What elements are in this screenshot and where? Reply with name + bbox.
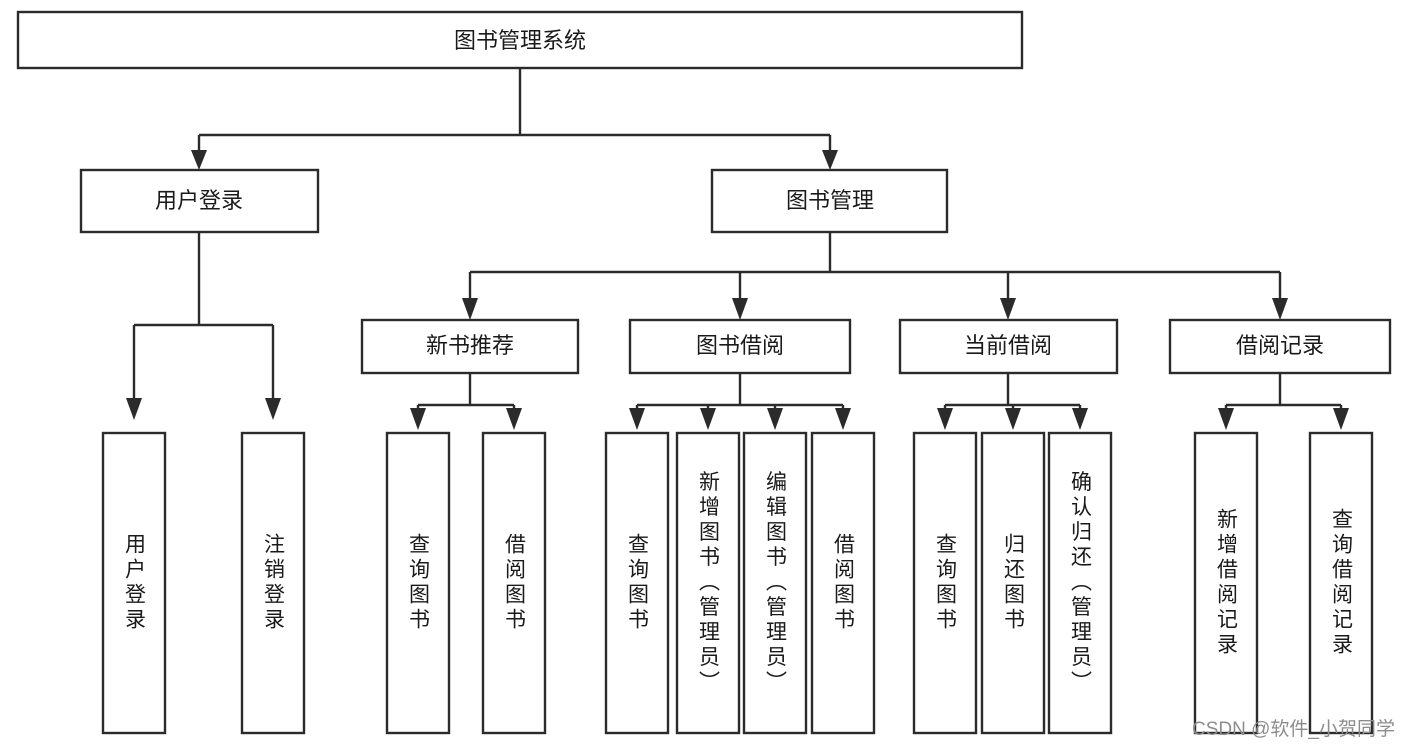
- node-book-borrow[interactable]: 图书借阅: [628, 318, 852, 375]
- arrow-head-to-book-borrow: [732, 298, 748, 320]
- node-user-login-label: 用户登录: [155, 188, 243, 213]
- leaf-query-book-2-box: [604, 431, 670, 735]
- arrow-head-leaf-add-book: [700, 408, 716, 430]
- leaf-query-book-1-box: [385, 431, 451, 735]
- leaf-borrow-book-1-box: [481, 431, 547, 735]
- connector-layer: [126, 68, 1349, 430]
- leaf-add-book[interactable]: 新增图书（管理员）: [675, 431, 741, 735]
- arrow-head-to-borrow-record: [1272, 298, 1288, 320]
- arrow-head-leaf-query-book-1: [410, 408, 426, 430]
- node-root-box: [16, 10, 1024, 70]
- node-borrow-record-box: [1168, 318, 1392, 375]
- connector-currentborrow-bus: [943, 373, 1080, 410]
- arrow-head-to-new-book-recommend: [462, 298, 478, 320]
- arrow-head-leaf-edit-book: [767, 408, 783, 430]
- arrow-head-leaf-add-record: [1218, 408, 1234, 430]
- connector-borrowrecord-bus: [1224, 373, 1341, 410]
- node-borrow-record-label: 借阅记录: [1236, 333, 1324, 358]
- leaf-query-book-3[interactable]: 查询图书: [912, 431, 978, 735]
- arrow-head-leaf-query-record: [1333, 408, 1349, 430]
- leaf-borrow-book-1[interactable]: 借阅图书: [481, 431, 547, 735]
- leaf-query-book-3-label: 查询图书: [934, 533, 958, 633]
- leaf-query-book-2-label: 查询图书: [626, 533, 650, 633]
- leaf-borrow-book-2[interactable]: 借阅图书: [810, 431, 876, 735]
- leaf-query-borrow-record-label: 查询借阅记录: [1330, 508, 1354, 658]
- leaf-user-login-box: [101, 431, 167, 735]
- arrow-head-to-book-management: [822, 150, 838, 170]
- leaf-return-book-label: 归还图书: [1002, 533, 1026, 633]
- leaf-user-login[interactable]: 用户登录: [101, 431, 167, 735]
- arrow-head-leaf-query-book-3: [937, 408, 953, 430]
- node-user-login-box: [79, 168, 320, 234]
- node-new-book-recommend-label: 新书推荐: [426, 333, 514, 358]
- leaf-query-book-2[interactable]: 查询图书: [604, 431, 670, 735]
- leaf-add-borrow-record-label: 新增借阅记录: [1215, 508, 1239, 658]
- node-new-book-recommend-box: [360, 318, 580, 375]
- leaf-query-book-1-label: 查询图书: [407, 533, 431, 633]
- leaf-logout-box: [240, 431, 306, 735]
- arrow-head-leaf-logout: [265, 398, 281, 420]
- node-new-book-recommend[interactable]: 新书推荐: [360, 318, 580, 375]
- node-root-label: 图书管理系统: [454, 28, 586, 53]
- leaf-add-borrow-record-box: [1193, 431, 1259, 735]
- node-current-borrow[interactable]: 当前借阅: [898, 318, 1119, 375]
- node-user-login[interactable]: 用户登录: [79, 168, 320, 234]
- watermark: CSDN @软件_小贺同学: [1192, 719, 1395, 740]
- arrow-head-leaf-return-book: [1005, 408, 1021, 430]
- arrow-head-leaf-confirm-return: [1072, 408, 1088, 430]
- leaf-borrow-book-2-box: [810, 431, 876, 735]
- node-book-management-label: 图书管理: [786, 188, 874, 213]
- node-book-borrow-box: [628, 318, 852, 375]
- leaf-user-login-label: 用户登录: [123, 533, 147, 633]
- node-borrow-record[interactable]: 借阅记录: [1168, 318, 1392, 375]
- arrow-head-to-current-borrow: [1000, 298, 1016, 320]
- leaf-add-book-label: 新增图书（管理员）: [697, 471, 721, 696]
- node-root-system[interactable]: 图书管理系统: [16, 10, 1024, 70]
- leaf-add-borrow-record[interactable]: 新增借阅记录: [1193, 431, 1259, 735]
- leaf-query-borrow-record[interactable]: 查询借阅记录: [1308, 431, 1374, 735]
- leaf-confirm-return-box: [1047, 431, 1113, 735]
- node-book-management-box: [710, 168, 949, 234]
- leaf-borrow-book-2-label: 借阅图书: [832, 533, 856, 633]
- node-current-borrow-label: 当前借阅: [964, 333, 1052, 358]
- node-book-management[interactable]: 图书管理: [710, 168, 949, 234]
- arrow-head-leaf-user-login: [126, 398, 142, 420]
- leaf-return-book[interactable]: 归还图书: [980, 431, 1046, 735]
- leaf-add-book-box: [675, 431, 741, 735]
- arrow-head-leaf-borrow-book-2: [835, 408, 851, 430]
- arrow-head-to-user-login: [191, 150, 207, 170]
- leaf-edit-book-box: [742, 431, 808, 735]
- leaf-borrow-book-1-label: 借阅图书: [503, 533, 527, 633]
- leaf-logout-label: 注销登录: [262, 533, 286, 633]
- leaf-query-borrow-record-box: [1308, 431, 1374, 735]
- leaf-confirm-return-label: 确认归还（管理员）: [1069, 471, 1093, 696]
- arrow-head-leaf-query-book-2: [629, 408, 645, 430]
- connector-newbook-bus: [416, 373, 514, 410]
- leaf-return-book-box: [980, 431, 1046, 735]
- leaf-query-book-3-box: [912, 431, 978, 735]
- connector-root-to-level2: [197, 68, 830, 152]
- leaf-edit-book[interactable]: 编辑图书（管理员）: [742, 431, 808, 735]
- leaf-logout[interactable]: 注销登录: [240, 431, 306, 735]
- leaf-query-book-1[interactable]: 查询图书: [385, 431, 451, 735]
- leaf-edit-book-label: 编辑图书（管理员）: [764, 471, 788, 696]
- leaf-confirm-return[interactable]: 确认归还（管理员）: [1047, 431, 1113, 735]
- connector-bookborrow-bus: [635, 373, 843, 410]
- arrow-head-leaf-borrow-book-1: [506, 408, 522, 430]
- connector-userlogin-bus: [132, 232, 273, 400]
- node-current-borrow-box: [898, 318, 1119, 375]
- node-book-borrow-label: 图书借阅: [696, 333, 784, 358]
- connector-bookmgmt-bus: [468, 232, 1280, 300]
